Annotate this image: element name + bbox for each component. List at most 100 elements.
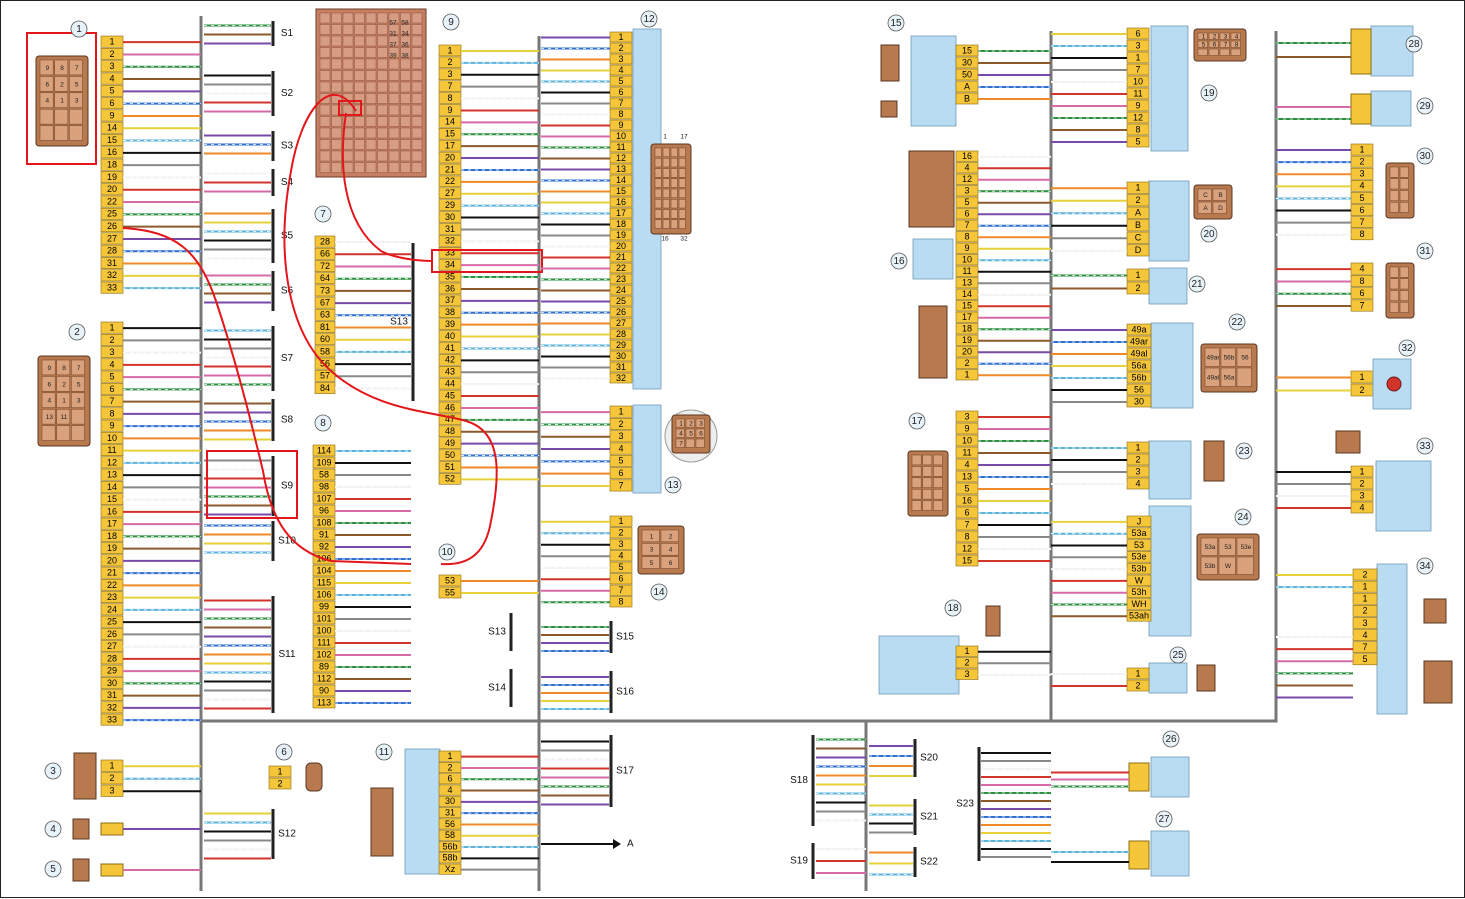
splice-s20: S20 — [913, 739, 938, 777]
pin-number: 21 — [616, 252, 626, 262]
connector-19-panel — [1150, 25, 1189, 152]
pin-number: 2 — [109, 335, 114, 345]
pin-number: 7 — [1359, 300, 1364, 310]
connector-cavity — [695, 428, 705, 438]
cavity-label: 3 — [1224, 34, 1228, 41]
pin-number: 31 — [445, 224, 455, 234]
pin-number: 16 — [962, 495, 972, 505]
connector-number: 21 — [1191, 279, 1203, 290]
fuse-cavity — [377, 35, 388, 47]
splice-s7: S7 — [271, 326, 294, 391]
pin-number: 1 — [1135, 668, 1140, 678]
connector-cavity — [685, 438, 695, 448]
wire-bundle — [1276, 149, 1351, 236]
wire-bundle — [461, 49, 539, 481]
cavity-label: 8 — [60, 65, 64, 72]
fuse-cavity — [400, 70, 411, 81]
pin-number: 10 — [962, 255, 972, 265]
pin-number: 47 — [445, 414, 455, 424]
pin-number: 27 — [616, 318, 626, 328]
pin-number: 1 — [1359, 144, 1364, 154]
pin-number: 14 — [107, 482, 117, 492]
fuse-cavity — [354, 127, 365, 139]
callout-circle — [314, 414, 332, 432]
pin-number: 56b — [1131, 372, 1146, 382]
connector-cavity — [662, 219, 670, 229]
pin-number: 10 — [962, 435, 972, 445]
cavity-label: 4 — [669, 547, 673, 554]
connector-callout: 6 — [275, 743, 293, 761]
connector-callout: 27 — [1155, 810, 1173, 828]
pin-number: 46 — [445, 402, 455, 412]
splice-label: S13 — [390, 317, 408, 328]
wire-bundle — [204, 212, 271, 260]
pin-number: 25 — [616, 296, 626, 306]
pin-number: 36 — [445, 283, 455, 293]
connector-cavity — [69, 108, 83, 125]
cavity-label: 8 — [1235, 42, 1239, 49]
connector-cavity — [1236, 537, 1254, 556]
pin-number: 98 — [319, 481, 329, 491]
fuse-cavity — [400, 127, 411, 139]
pin-number: 32 — [616, 373, 626, 383]
pin-number: 53h — [1131, 587, 1146, 597]
pin-number: 49a — [1131, 324, 1146, 334]
pin-number: 64 — [320, 273, 330, 283]
callout-circle — [275, 743, 293, 761]
pin-number: 31 — [616, 362, 626, 372]
pin-number: 29 — [107, 666, 117, 676]
pin-number: 11 — [616, 142, 625, 152]
fuse-cavity — [331, 81, 342, 93]
connector-cavity — [678, 188, 686, 198]
highlight-path-1 — [122, 227, 412, 565]
fuse-cavity — [388, 116, 400, 127]
pin-number: 63 — [320, 310, 330, 320]
fuse-cavity — [354, 70, 365, 81]
fuse-cavity — [377, 81, 388, 93]
connector-number: 5 — [50, 864, 56, 875]
connector-cavity — [1399, 202, 1409, 213]
pin-number: 12 — [616, 153, 626, 163]
fuse-cavity — [354, 162, 365, 173]
connector-callout: 20 — [1200, 225, 1218, 243]
pin-number: 1 — [964, 646, 969, 656]
pin-number: 32 — [107, 702, 117, 712]
wire-bundle — [204, 329, 271, 386]
pin-number: 20 — [445, 152, 455, 162]
pin-number: 37 — [445, 295, 455, 305]
pin-number: 28 — [107, 246, 117, 256]
fuse-cavity — [411, 35, 423, 47]
connector-cavity — [922, 488, 933, 500]
fuse-cavity — [331, 162, 342, 173]
pin-number: 33 — [107, 283, 117, 293]
connector-cavity — [662, 168, 670, 178]
ground-arrow — [613, 839, 621, 849]
callout-circle — [650, 583, 668, 601]
cavity-label: 6 — [46, 81, 50, 88]
fuse-cavity — [411, 12, 423, 24]
splice-s18: S18 — [790, 735, 815, 826]
pin-number: 6 — [1359, 205, 1364, 215]
fuse-cavity — [411, 93, 423, 104]
connector-callout: 15 — [887, 14, 905, 32]
connector-cavity — [670, 219, 678, 229]
connector-cavity — [71, 376, 85, 392]
pin-number: 7 — [1135, 64, 1140, 74]
pin-number: 2 — [447, 57, 452, 67]
connector-cavity — [1389, 190, 1399, 201]
pin-number: 81 — [320, 322, 330, 332]
splice-s19: S19 — [790, 843, 815, 879]
pin-number: 4 — [109, 73, 114, 83]
pin-number: 2 — [964, 358, 969, 368]
pin-number: 53 — [445, 575, 455, 585]
connector-callout: 2 — [68, 323, 86, 341]
connector-5-body — [72, 858, 90, 882]
pin-number: 1 — [1359, 466, 1364, 476]
connector-cavity — [69, 92, 83, 108]
pin-number: 58 — [319, 469, 329, 479]
